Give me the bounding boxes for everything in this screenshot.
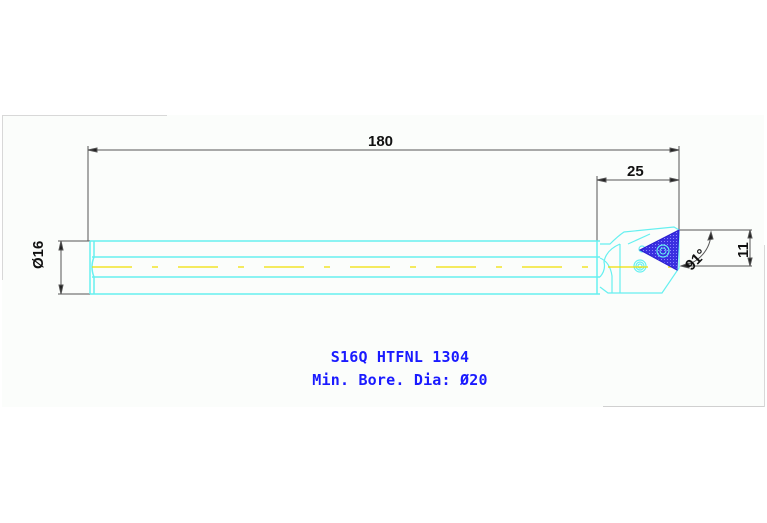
label-head-length: 25 xyxy=(627,163,644,180)
sheet-border-bottom xyxy=(603,406,764,407)
sheet-border-left xyxy=(2,115,3,280)
dimension-approach-angle xyxy=(679,230,714,269)
label-shank-diameter-text: Ø16 xyxy=(30,240,47,269)
part-number: S16Q HTFNL 1304 xyxy=(330,348,470,366)
min-bore-diameter: Min. Bore. Dia: Ø20 xyxy=(312,371,488,389)
tool-head xyxy=(599,226,680,294)
extension-lines xyxy=(58,146,752,295)
sheet-border-top xyxy=(2,115,167,116)
dimension-offset xyxy=(747,229,753,267)
dimension-head-length xyxy=(596,177,680,183)
insert-triangle xyxy=(638,229,680,271)
sheet-border-right xyxy=(764,245,765,407)
dimension-overall-length xyxy=(87,147,680,153)
label-overall-length: 180 xyxy=(368,133,394,150)
label-shank-diameter: Ø16 xyxy=(30,231,47,269)
label-offset: 11 xyxy=(735,242,752,258)
dimension-shank-diameter xyxy=(58,240,64,295)
